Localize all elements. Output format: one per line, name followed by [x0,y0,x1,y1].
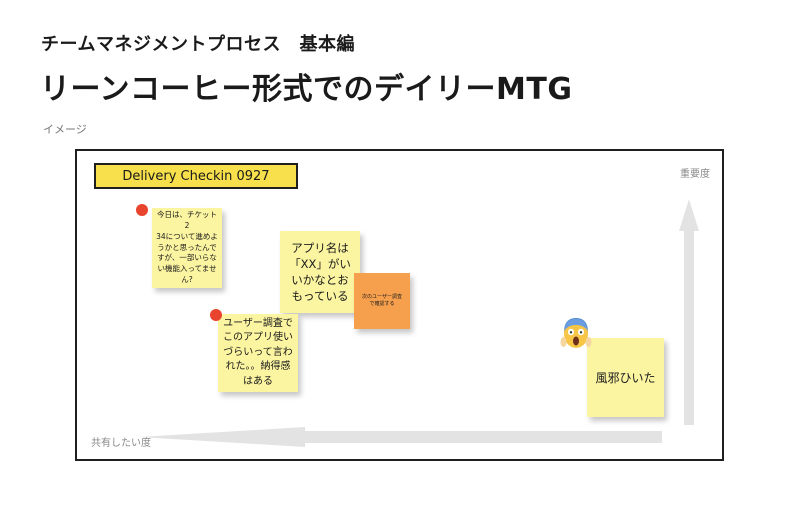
note-line: づらいって言わ [223,346,293,358]
note-line: はある [243,375,273,387]
page-title: リーンコーヒー形式でのデイリーMTG [40,72,573,107]
note-line: いかなとお [291,273,349,287]
note-line: い機能入ってませ [157,264,217,274]
note-line: で確認する [369,301,395,307]
board-title[interactable]: Delivery Checkin 0927 [94,163,298,189]
image-label: イメージ [43,123,87,136]
note-line: 風邪ひいた [595,371,656,385]
share-axis-label: 共有したい度 [91,438,151,449]
note-line: 「XX」がい [289,256,351,271]
red-dot-icon [136,204,148,216]
sticky-note-caught-cold[interactable]: 風邪ひいた [587,338,664,417]
importance-axis-arrow [679,199,699,425]
importance-axis-label: 重要度 [680,169,710,180]
kanban-board: Delivery Checkin 0927 重要度 共有したい度 今日は、チケッ… [75,149,724,461]
note-line: ん? [181,275,193,285]
note-line: アプリ名は [291,240,349,255]
note-line: このアプリ使い [223,332,293,344]
sticky-note-app-name[interactable]: アプリ名は 「XX」がい いかなとお もっている [280,231,360,313]
page-subtitle: チームマネジメントプロセス 基本編 [41,34,355,55]
note-line: 今日は、チケット2 [157,209,217,230]
note-line: うかと思ったんで [157,242,217,252]
sticky-note-ticket-234[interactable]: 今日は、チケット2 34について進めよ うかと思ったんで すが、一部いらな い機… [152,208,222,288]
red-dot-icon [210,309,222,321]
sticky-note-next-survey[interactable]: 次のユーザー調査 で確認する [354,273,410,329]
sticky-note-user-survey[interactable]: ユーザー調査で このアプリ使い づらいって言わ れた。。納得感 はある [218,314,298,392]
axis-arrows [139,199,699,447]
note-line: すが、一部いらな [157,253,217,263]
note-line: 34について進めよ [156,231,218,241]
screaming-face-icon [560,318,592,348]
note-line: もっている [291,289,349,304]
note-line: 次のユーザー調査 [362,293,402,300]
share-axis-arrow [139,427,662,447]
note-line: れた。。納得感 [225,361,291,373]
note-line: ユーザー調査で [223,317,293,329]
